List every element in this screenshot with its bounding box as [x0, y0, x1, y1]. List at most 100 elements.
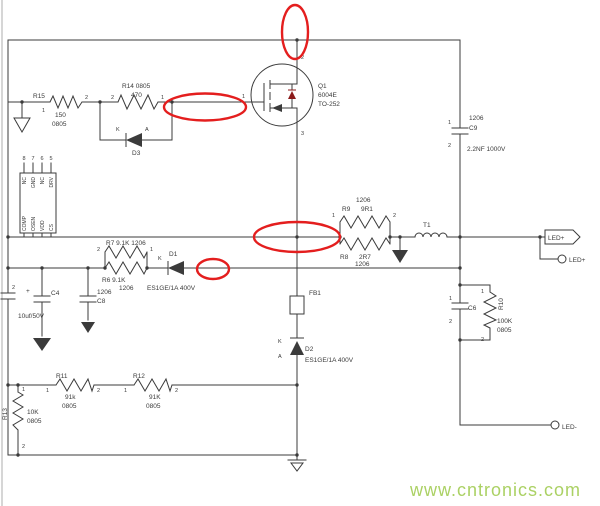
resistor-r14: R14 0805 470 2 1 — [111, 83, 164, 111]
ground-symbol — [33, 338, 51, 351]
r10-pin2: 2 — [481, 337, 484, 343]
r11-pkg: 0805 — [62, 403, 77, 410]
resistor-r11: R11 1 2 91k 0805 — [46, 373, 100, 410]
r6-pkg: 1206 — [119, 285, 134, 292]
r13-pkg: 0805 — [27, 418, 42, 425]
resistor-r15: R15 1 2 150 0805 — [33, 93, 88, 128]
r13-pin2: 2 — [22, 444, 25, 450]
r13-pin1: 1 — [22, 387, 25, 393]
r14-pin1: 1 — [161, 95, 164, 101]
q1-ref: Q1 — [318, 83, 327, 90]
led-minus-label: LED- — [562, 424, 577, 431]
led-plus-label: LED+ — [569, 257, 586, 264]
resistor-r7: R7 9.1K 1206 2 1 — [97, 240, 153, 260]
r8-value: 2R7 — [359, 254, 371, 261]
c4-ref: C4 — [51, 290, 60, 297]
capacitor-c9: 1206 C9 1 2 2.2NF 1000V — [448, 115, 506, 153]
d2-part: ES1GE/1A 400V — [305, 357, 354, 364]
ground-symbol — [13, 117, 31, 134]
capacitor-c6: 1 C6 2 — [449, 296, 477, 325]
left-cap-pin2: 2 — [12, 285, 15, 291]
r10-pkg: 0805 — [497, 327, 512, 334]
d3-anode-label: A — [145, 127, 149, 133]
r14-pin2: 2 — [111, 95, 114, 101]
r9-ref: R9 — [342, 206, 351, 213]
highlight-ellipse-drain — [280, 3, 310, 61]
t1-ref: T1 — [423, 222, 431, 229]
q1-pkg: TO-252 — [318, 101, 340, 108]
d1-part: ES1GE/1A 400V — [147, 285, 196, 292]
c9-pin1: 1 — [448, 120, 451, 126]
ferrite-bead-fb1: FB1 — [289, 290, 321, 315]
q1-part: 6004E — [318, 92, 337, 99]
u1-pin5: 5 — [49, 156, 52, 162]
d3-cathode-label: K — [116, 127, 120, 133]
highlight-ellipse-gate — [162, 92, 248, 122]
r13-ref: R13 — [2, 408, 9, 420]
watermark: www.cntronics.com — [409, 480, 581, 500]
c6-pin2: 2 — [449, 319, 452, 325]
d1-ref: D1 — [169, 251, 178, 258]
r14-value: 470 — [131, 92, 142, 99]
highlight-ellipse-d1 — [195, 257, 231, 281]
q1-pin1: 1 — [242, 94, 245, 100]
capacitor-c8: 1206 C8 — [81, 289, 112, 333]
ground-symbol — [392, 250, 408, 263]
u1-pin7: 7 — [31, 156, 34, 162]
ground-symbol — [81, 322, 95, 333]
r13-value: 10K — [27, 409, 39, 416]
led-minus-terminal: LED- — [550, 420, 577, 431]
resistor-r6: R6 9.1K 1206 — [102, 261, 148, 292]
c9-pin2: 2 — [448, 143, 451, 149]
annotation-ellipses — [162, 3, 342, 281]
r12-pkg: 0805 — [146, 403, 161, 410]
u1-label-comp: COMP — [22, 215, 28, 231]
u1-label-nc1: NC — [22, 177, 28, 185]
ic-u1: 8 7 6 5 COMP OSEN VDD CS NC GND NC DRV — [19, 156, 57, 234]
resistor-r12: R12 1 2 91K 0805 — [124, 373, 178, 410]
r10-ref: R10 — [498, 298, 505, 310]
r12-ref: R12 — [133, 373, 145, 380]
r15-pin2: 2 — [85, 95, 88, 101]
r12-pin1: 1 — [124, 388, 127, 394]
r11-ref: R11 — [56, 373, 68, 380]
resistor-r9: 1206 R9 9R1 1 2 — [332, 197, 396, 229]
d2-cathode-label: K — [278, 339, 282, 345]
led-plus-terminal: LED+ — [557, 254, 586, 264]
r11-value: 91k — [65, 394, 76, 401]
diode-d3: K A D3 — [116, 127, 149, 157]
junction-dots — [6, 38, 542, 457]
r8-ref: R8 — [340, 254, 349, 261]
r14-label: R14 0805 — [122, 83, 151, 90]
ground-symbol — [290, 462, 304, 472]
body-diode — [288, 91, 296, 99]
led-plus-port: LED+ — [544, 229, 581, 245]
r15-pin1: 1 — [42, 108, 45, 114]
resistor-r8: R8 2R7 1206 — [339, 237, 391, 268]
mosfet-q1: 2 1 3 Q1 6004E TO-252 — [242, 55, 340, 137]
r8-pkg: 1206 — [355, 261, 370, 268]
diode-d1: D1 K ES1GE/1A 400V — [147, 251, 196, 292]
u1-label-nc2: NC — [40, 177, 46, 185]
capacitor-c4: + C4 10uf/50V — [18, 288, 60, 351]
d1-cathode-label: K — [158, 256, 162, 262]
led-plus-tag-label: LED+ — [548, 235, 565, 242]
inductor-t1: T1 — [414, 222, 448, 238]
r15-value: 150 — [55, 112, 66, 119]
r12-value: 91K — [149, 394, 161, 401]
diode-d2: K A D2 ES1GE/1A 400V — [278, 337, 354, 364]
r9-pin2: 2 — [393, 213, 396, 219]
r10-value: 100K — [497, 318, 513, 325]
u1-label-osen: OSEN — [31, 216, 37, 231]
r12-pin2: 2 — [175, 388, 178, 394]
fb1-ref: FB1 — [309, 290, 321, 297]
c4-value: 10uf/50V — [18, 313, 45, 320]
q1-pin2: 2 — [301, 55, 304, 61]
r11-pin2: 2 — [97, 388, 100, 394]
u1-label-vdd: VDD — [40, 220, 46, 231]
c9-value: 2.2NF 1000V — [467, 146, 506, 153]
c8-ref: C8 — [97, 298, 106, 305]
d2-anode-label: A — [278, 354, 282, 360]
r9-pin1: 1 — [332, 213, 335, 219]
